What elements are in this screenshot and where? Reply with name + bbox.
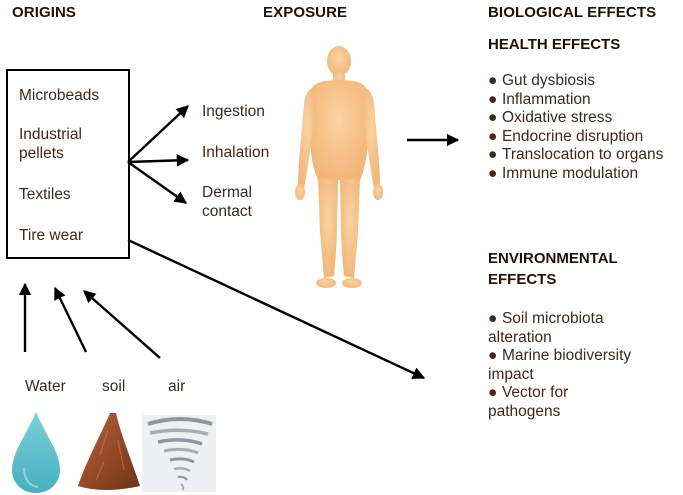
health-effects-title: HEALTH EFFECTS (488, 36, 621, 53)
arrow-soil-to-box (53, 286, 88, 353)
list-item: ●Inflammation (488, 90, 591, 108)
list-item: ●Oxidative stress (488, 109, 613, 127)
list-item: ●Marine biodiversity impact (488, 347, 632, 383)
arrow-to-dermal (127, 161, 188, 204)
origin-industrial-pellets: Industrial pellets (19, 126, 82, 162)
arrow-to-ingestion (127, 105, 189, 163)
source-water-label: Water (25, 378, 66, 395)
soil-pile-icon (78, 413, 140, 490)
biological-effects-header: BIOLOGICAL EFFECTS (488, 4, 657, 21)
route-inhalation: Inhalation (202, 144, 270, 161)
origin-microbeads: Microbeads (19, 87, 100, 104)
human-body-icon (295, 46, 383, 288)
water-drop-icon (12, 412, 60, 493)
list-item: ●Soil microbiota alteration (488, 310, 604, 346)
origin-textiles: Textiles (19, 186, 71, 203)
source-soil-label: soil (102, 378, 126, 395)
list-item: ●Immune modulation (488, 164, 639, 182)
arrow-to-inhalation (127, 154, 190, 167)
origin-tire-wear: Tire wear (19, 227, 84, 244)
environmental-effects-title: ENVIRONMENTAL EFFECTS (488, 250, 618, 288)
route-dermal-contact: Dermal contact (202, 184, 252, 220)
route-ingestion: Ingestion (202, 103, 265, 120)
environmental-effects-list: ●Soil microbiota alteration ●Marine biod… (488, 310, 638, 422)
exposure-header: EXPOSURE (263, 4, 348, 21)
health-effects-list: ●Gut dysbiosis ●Inflammation ●Oxidative … (488, 72, 668, 184)
list-item: ●Gut dysbiosis (488, 72, 595, 89)
tornado-icon (142, 415, 216, 492)
origins-header: ORIGINS (12, 4, 77, 21)
list-item: ●Endocrine disruption (488, 127, 644, 145)
source-air-label: air (168, 378, 186, 395)
list-item: ●Vector for pathogens (488, 384, 569, 420)
arrow-to-environmental-effects (127, 238, 426, 380)
arrow-air-to-box (83, 290, 161, 359)
list-item: ●Translocation to organs (488, 146, 664, 164)
